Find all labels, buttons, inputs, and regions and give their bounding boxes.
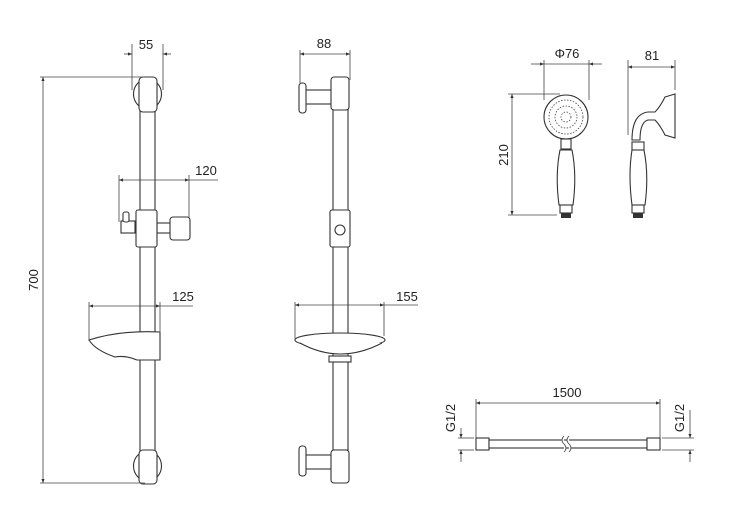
dimension-lines-hand-shower [508, 60, 676, 216]
dim-210: 210 [496, 144, 511, 166]
dim-700: 700 [26, 269, 41, 291]
dimension-lines-front [40, 44, 218, 484]
hose-drawing [458, 399, 694, 462]
dim-1500: 1500 [553, 385, 582, 400]
dim-thread-right: G1/2 [672, 404, 687, 432]
dim-81: 81 [645, 48, 659, 63]
dim-thread-left: G1/2 [443, 404, 458, 432]
rail-front-view [88, 76, 191, 485]
hand-shower-front-view [543, 94, 589, 218]
dim-120: 120 [195, 163, 217, 178]
dimension-lines-side [294, 50, 418, 340]
hand-shower-side-view [629, 93, 676, 218]
dim-155: 155 [396, 289, 418, 304]
dim-125: 125 [172, 289, 194, 304]
rail-side-view [294, 76, 386, 484]
dim-diameter-76: Φ76 [555, 46, 580, 61]
dim-88: 88 [317, 36, 331, 51]
dim-55: 55 [139, 37, 153, 52]
